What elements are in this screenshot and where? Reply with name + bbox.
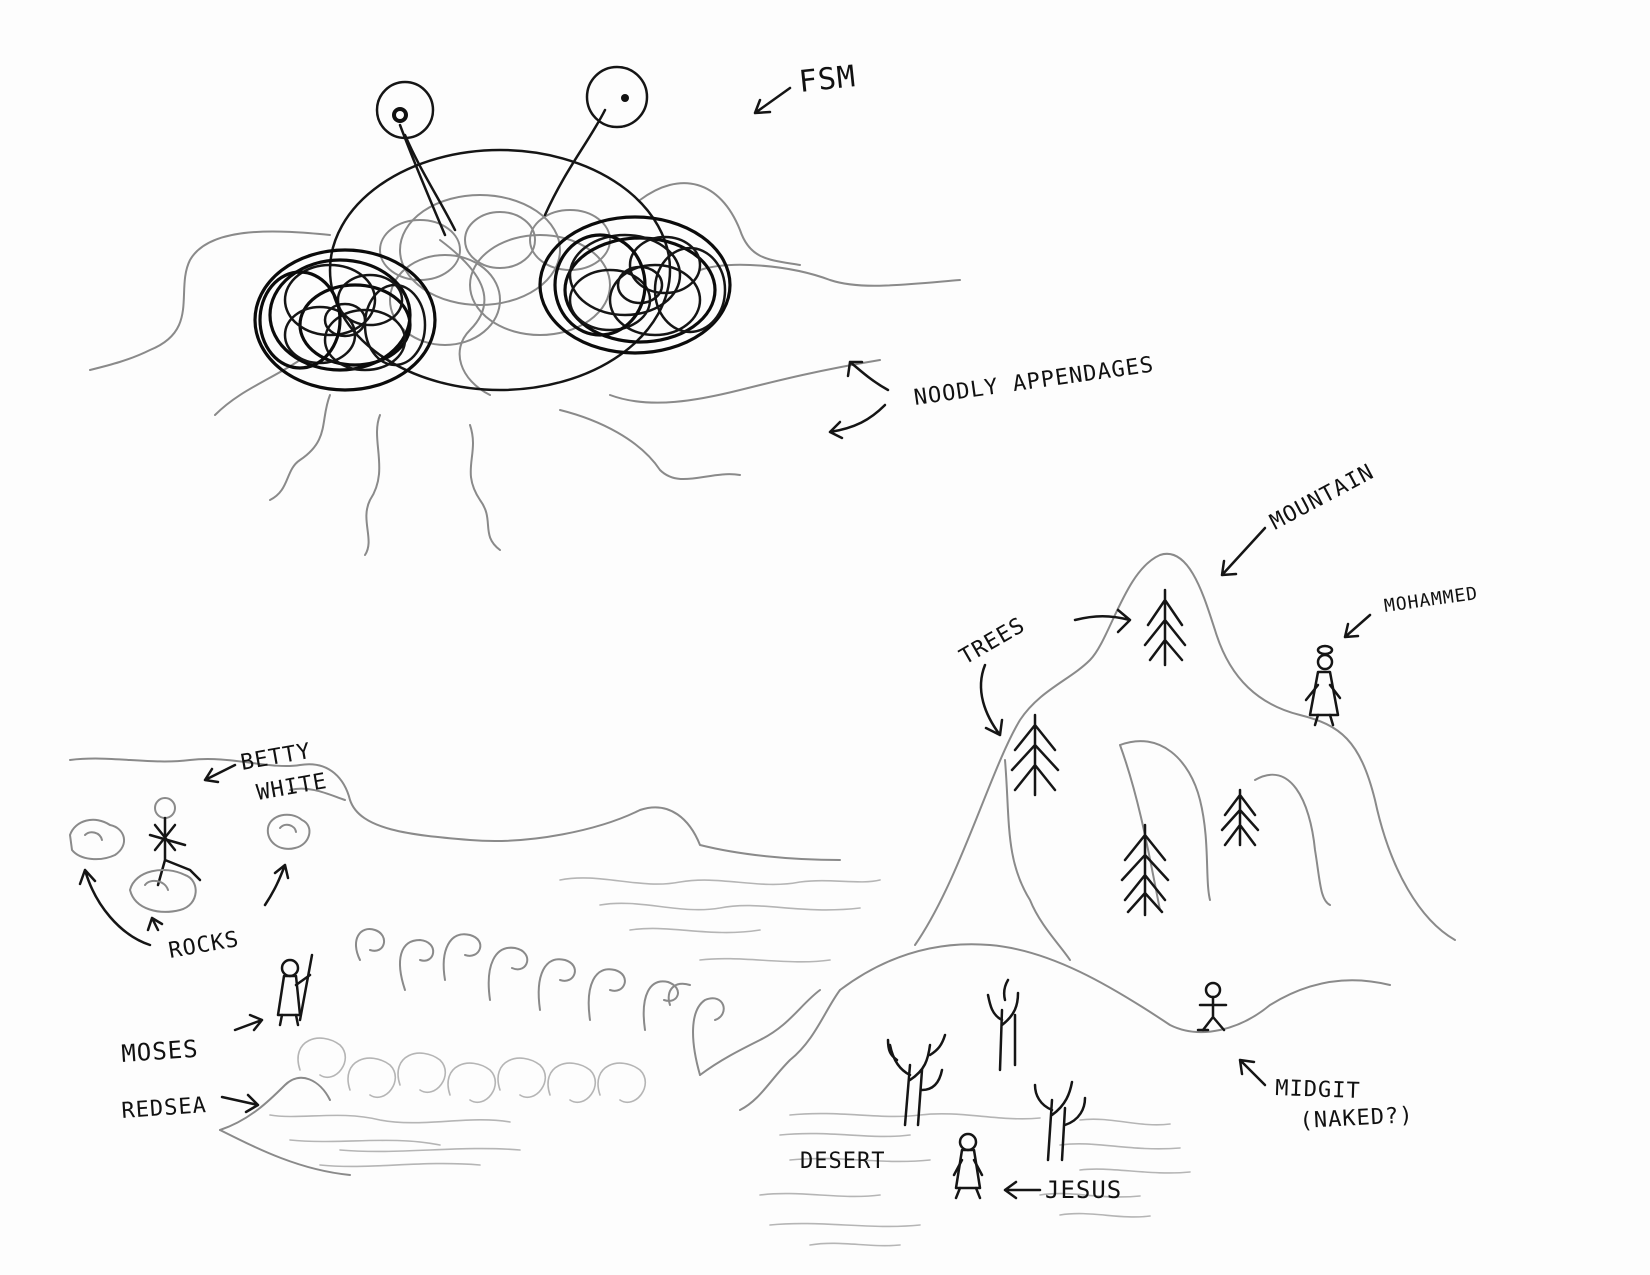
mohammed-arrow — [1343, 613, 1372, 639]
red-sea — [69, 757, 881, 1176]
fsm-figure — [89, 65, 961, 556]
fsm-eye-right — [585, 65, 649, 129]
rocks-arrow-left — [78, 868, 152, 947]
fsm-eye-stalk-left — [403, 133, 457, 232]
label-naked: (NAKED?) — [1299, 1103, 1414, 1134]
coastline — [69, 757, 841, 861]
label-desert: DESERT — [800, 1149, 885, 1174]
label-mountain: MOUNTAIN — [1266, 460, 1378, 536]
label-noodly-appendages: NOODLY APPENDAGES — [912, 352, 1155, 410]
fsm-arrow — [753, 86, 792, 115]
rocks-arrow-up — [146, 916, 164, 932]
cactus-icon — [986, 978, 1020, 1072]
mohammed-figure — [1304, 644, 1342, 727]
label-betty: BETTY — [239, 739, 313, 776]
betty-white-arrow — [203, 763, 237, 784]
trees — [1010, 588, 1260, 917]
desert-hill-outline — [839, 943, 1391, 1033]
tree-icon — [1143, 588, 1187, 667]
tree-icon — [1120, 823, 1170, 917]
label-moses: MOSES — [120, 1035, 199, 1068]
label-redsea: REDSEA — [121, 1093, 208, 1124]
fsm-meatball-left — [253, 248, 437, 392]
moses-arrow — [233, 1013, 264, 1032]
moses-staff — [298, 953, 314, 1022]
redsea-arrow — [220, 1093, 260, 1114]
trees-arrow-upper — [1073, 608, 1132, 634]
label-trees: TREES — [956, 613, 1030, 670]
tree-icon — [1010, 713, 1060, 797]
mountain-outline — [914, 552, 1456, 946]
fsm-meatball-right — [538, 215, 732, 355]
cactus-icon — [1033, 1080, 1087, 1162]
trees-arrow-lower — [979, 663, 1004, 737]
label-mohammed: MOHAMMED — [1383, 583, 1480, 617]
noodly-appendages — [89, 182, 961, 556]
cactus-icon — [886, 1033, 947, 1127]
rocks-arrow-right — [263, 863, 290, 907]
sea-waves — [219, 1037, 647, 1168]
label-rocks: ROCKS — [167, 927, 241, 964]
jesus-figure — [952, 1132, 984, 1200]
rock-icon — [266, 813, 311, 850]
noodly-arrow-lower — [828, 403, 887, 440]
moses-figure — [276, 953, 314, 1027]
tree-icon — [1220, 788, 1260, 847]
fsm-eye-left — [375, 80, 435, 140]
rock-icon — [69, 818, 125, 861]
mountain-arrow — [1220, 526, 1267, 577]
desert — [759, 978, 1191, 1247]
label-white: WHITE — [255, 769, 329, 806]
rock-icon — [129, 869, 197, 913]
label-jesus: JESUS — [1045, 1176, 1122, 1204]
mountain — [739, 552, 1456, 1111]
sea-curls — [355, 928, 725, 1076]
midgit-figure — [1196, 981, 1228, 1032]
jesus-arrow — [1003, 1180, 1042, 1200]
betty-white-figure — [148, 797, 202, 887]
noodly-arrow-upper — [846, 360, 890, 392]
label-midgit: MIDGIT — [1275, 1076, 1361, 1104]
midgit-arrow — [1238, 1058, 1267, 1087]
label-fsm: FSM — [797, 59, 858, 100]
fsm-body — [328, 148, 672, 392]
